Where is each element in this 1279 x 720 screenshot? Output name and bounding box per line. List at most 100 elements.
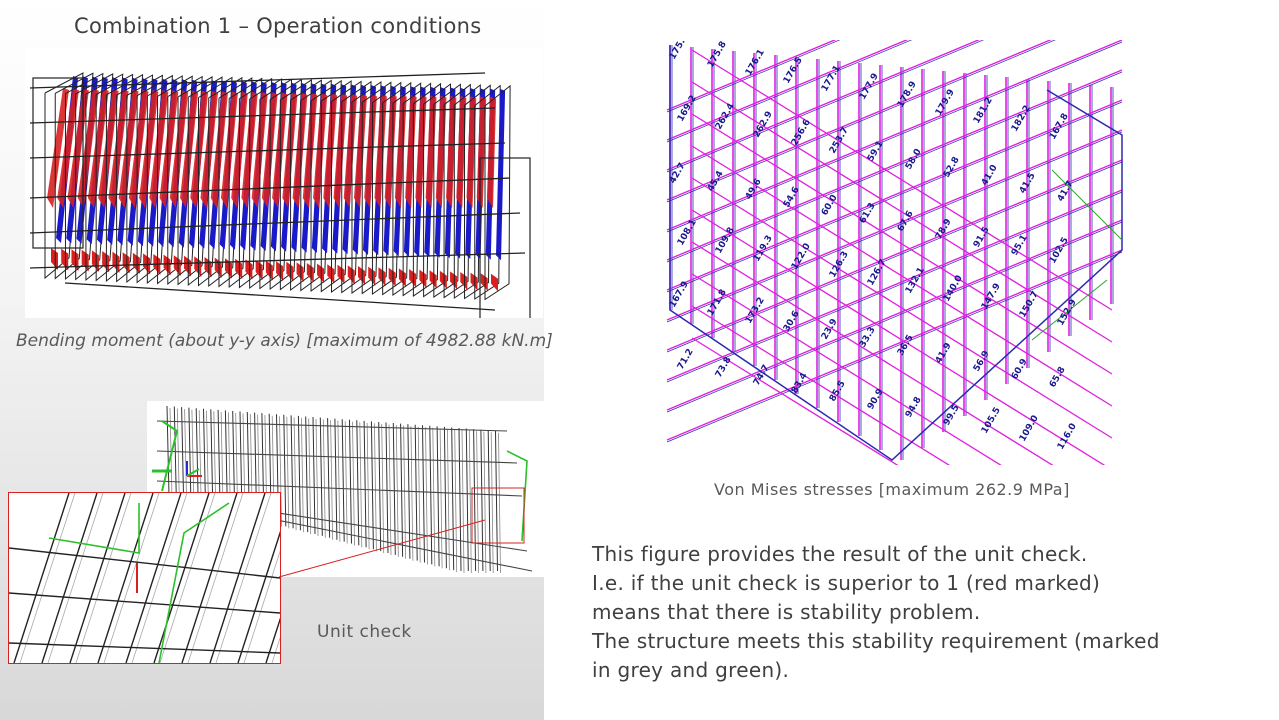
bending-frame-ring — [423, 83, 452, 298]
bending-longitudinal-member — [29, 212, 521, 234]
bending-frame-ring — [310, 79, 342, 292]
bending-longitudinal-member — [29, 72, 486, 89]
stress-value-label: 122.0 — [790, 242, 813, 272]
bending-moment-caption: Bending moment (about y-y axis) [maximum… — [16, 331, 553, 351]
unit-check-frame — [378, 421, 382, 552]
zoom-frame-member — [265, 617, 280, 663]
unit-check-frame — [436, 426, 440, 567]
zoom-frame-member — [97, 493, 154, 663]
unit-check-frame — [432, 427, 436, 567]
unit-check-frame — [454, 429, 458, 573]
stress-diagonal-member — [666, 40, 841, 113]
stress-value-label: 177.1 — [820, 64, 843, 94]
unit-check-frame — [366, 422, 370, 550]
unit-check-frame — [468, 430, 472, 574]
bending-red-band — [245, 259, 253, 280]
zoom-frame-member — [237, 530, 280, 663]
unit-check-frame — [495, 430, 498, 572]
bending-red-band — [81, 249, 89, 272]
bending-red-band — [317, 263, 325, 283]
stress-value-label: 59.1 — [866, 139, 886, 163]
unit-check-frame — [381, 423, 385, 554]
stress-value-label: 105.5 — [980, 406, 1003, 436]
stress-value-label: 90.9 — [866, 387, 886, 411]
unit-check-frame — [337, 420, 341, 542]
unit-check-frame — [385, 422, 389, 554]
bending-frame-ring — [177, 75, 213, 286]
unit-check-frame — [447, 428, 450, 571]
bending-red-band — [323, 93, 338, 208]
bending-frame-ring — [453, 83, 481, 299]
zoom-longitudinal — [9, 547, 280, 579]
bending-frame-ring — [218, 77, 253, 288]
unit-check-frame — [359, 422, 363, 548]
bending-frame-ring — [331, 80, 362, 293]
stress-value-label: 167.8 — [1048, 112, 1071, 142]
unit-check-frame — [458, 427, 462, 572]
unit-check-frame — [498, 432, 501, 574]
stress-diagonal-member — [666, 40, 1052, 201]
bending-frame-ring — [208, 76, 243, 288]
stress-value-label: 175.7 — [668, 40, 691, 62]
bending-longitudinal-member — [64, 282, 496, 311]
unit-check-frame — [312, 416, 316, 535]
zoom-frame-member — [153, 493, 210, 663]
bending-red-band — [460, 272, 468, 290]
stress-value-label: 23.9 — [820, 317, 840, 341]
bending-frame-ring — [269, 78, 303, 290]
bending-red-band — [368, 266, 376, 286]
unit-check-frame — [363, 420, 367, 548]
bending-frame-ring — [290, 79, 322, 291]
stress-value-label: 45.4 — [706, 169, 726, 193]
stress-value-label: 169.2 — [676, 94, 699, 124]
bending-frame-ring — [474, 84, 501, 300]
bending-red-band — [313, 93, 328, 208]
bending-red-band — [169, 90, 189, 208]
bending-red-band — [470, 272, 478, 291]
bending-red-band — [108, 89, 129, 208]
stress-value-label: 49.6 — [744, 177, 764, 201]
unit-check-frame — [403, 425, 406, 559]
zoom-frame-member — [125, 493, 182, 663]
bending-red-band — [98, 89, 119, 208]
stress-value-label: 126.7 — [866, 258, 889, 288]
unit-check-frame — [356, 420, 360, 546]
unit-check-frame — [451, 427, 455, 571]
bending-frame-ring — [361, 81, 392, 295]
stress-value-label: 253.7 — [828, 126, 851, 156]
bending-red-band — [190, 90, 209, 208]
zoom-frame-member — [131, 493, 188, 663]
unit-check-frame — [184, 409, 187, 502]
bending-red-band — [357, 266, 365, 285]
unit-check-frame — [480, 429, 484, 572]
unit-check-frame — [210, 409, 214, 508]
stress-value-label: 173.2 — [744, 296, 767, 326]
stress-diagonal-member — [666, 189, 1123, 381]
bending-red-band — [388, 267, 396, 287]
description: This figure provides the result of the u… — [592, 540, 1232, 685]
stress-value-label: 41.0 — [980, 163, 1000, 187]
stress-diagonal-member — [666, 191, 1123, 383]
bending-red-band — [47, 88, 69, 208]
stress-value-label: 78.9 — [934, 217, 954, 241]
stress-value-label: 152.9 — [1056, 298, 1079, 328]
bending-red-band — [302, 93, 318, 208]
stress-diagonal-member — [666, 40, 1056, 203]
axis-y-icon — [186, 468, 200, 477]
bending-red-band — [122, 252, 130, 274]
bending-red-band — [286, 261, 294, 282]
stress-value-label: 54.6 — [782, 185, 802, 209]
bending-frame-ring — [382, 81, 412, 296]
bending-red-band — [87, 88, 109, 208]
bending-longitudinal-member — [29, 142, 506, 159]
bending-longitudinal-member — [29, 177, 511, 199]
bending-frame-ring — [484, 84, 511, 301]
description-line: This figure provides the result of the u… — [592, 542, 1088, 566]
unit-check-frame — [352, 421, 355, 546]
stress-diagonal-member — [666, 219, 1123, 411]
stress-diagonal-member — [691, 49, 1113, 311]
bending-red-band — [71, 249, 79, 271]
slide-title: Combination 1 – Operation conditions — [74, 14, 482, 38]
unit-check-frame — [283, 414, 287, 527]
unit-check-frame — [319, 417, 323, 536]
